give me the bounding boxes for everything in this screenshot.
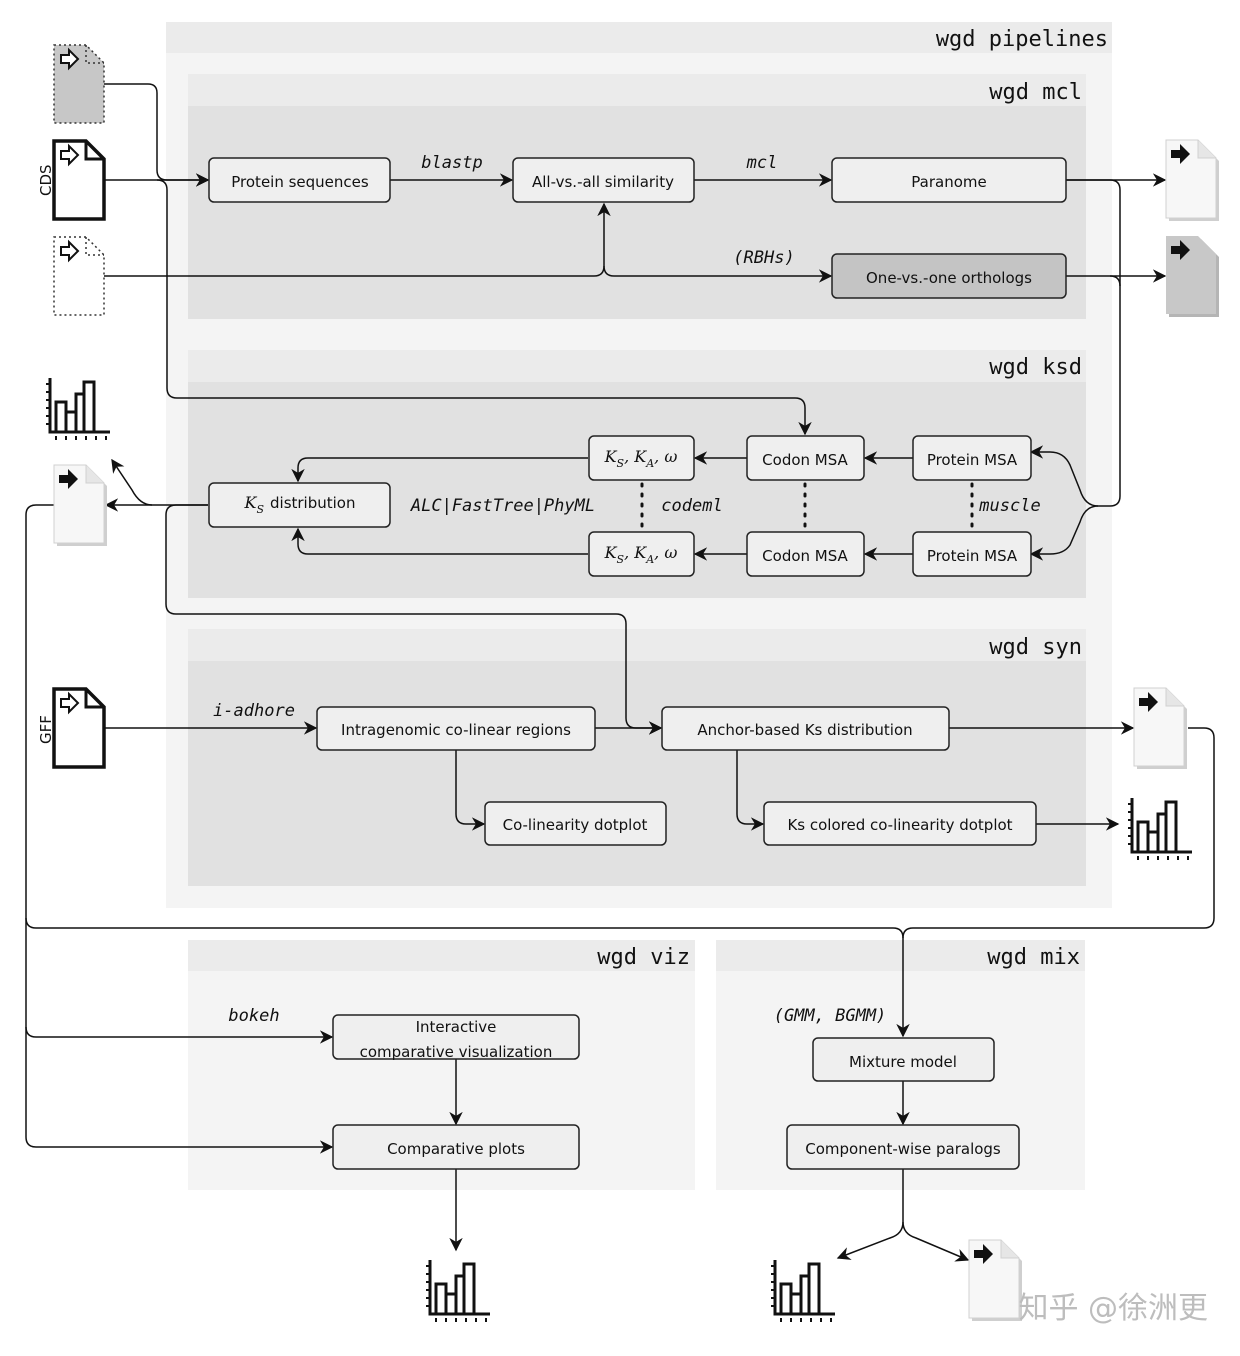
edge-label-i-adhore: i-adhore (213, 701, 295, 721)
svg-text:KS, KA, ω: KS, KA, ω (604, 543, 678, 566)
input-dotted-file-icon (53, 236, 105, 316)
node-protein-msa-1: Protein MSA (912, 435, 1032, 481)
input-protein-file-icon (53, 44, 105, 124)
node-intragenomic-colinear-regions: Intragenomic co-linear regions (316, 706, 596, 751)
svg-text:Paranome: Paranome (911, 173, 986, 191)
node-ks-ka-omega-1: KS, KA, ω (588, 435, 695, 481)
node-ks-ka-omega-2: KS, KA, ω (588, 531, 695, 577)
node-paranome: Paranome (831, 157, 1067, 203)
svg-text:Intragenomic co-linear regions: Intragenomic co-linear regions (341, 721, 571, 739)
node-mixture-model: Mixture model (812, 1037, 995, 1082)
dotplot-chart-icon (1126, 796, 1194, 862)
input-cds-label: CDS (37, 164, 55, 196)
output-paranome-file-icon (1165, 139, 1220, 222)
input-gff-label: GFF (37, 715, 55, 744)
section-title-pipelines: wgd pipelines (936, 27, 1108, 52)
panel-wgd-syn: wgd syn (188, 629, 1086, 886)
node-protein-msa-2: Protein MSA (912, 531, 1032, 577)
svg-text:KS, KA, ω: KS, KA, ω (604, 447, 678, 470)
svg-text:Codon MSA: Codon MSA (762, 451, 848, 469)
svg-text:One-vs.-one orthologs: One-vs.-one orthologs (866, 269, 1032, 287)
svg-text:Mixture model: Mixture model (849, 1053, 957, 1071)
edge-label-alc-fasttree-phyml: ALC|FastTree|PhyML (410, 496, 595, 516)
svg-text:Co-linearity dotplot: Co-linearity dotplot (503, 816, 648, 834)
comparative-plots-chart-icon (424, 1258, 492, 1324)
svg-text:Anchor-based Ks distribution: Anchor-based Ks distribution (697, 721, 912, 739)
edge-label-blastp: blastp (421, 153, 482, 173)
edge-label-codeml: codeml (661, 496, 722, 516)
node-codon-msa-1: Codon MSA (746, 435, 865, 481)
edge-label-rbhs: (RBHs) (733, 248, 794, 268)
node-anchor-based-ks-distribution: Anchor-based Ks distribution (661, 706, 950, 751)
edge-label-bokeh: bokeh (228, 1006, 279, 1026)
svg-text:Protein sequences: Protein sequences (231, 173, 369, 191)
svg-text:Component-wise paralogs: Component-wise paralogs (805, 1140, 1001, 1158)
mixture-chart-icon (769, 1258, 837, 1324)
output-paralogs-file-icon (968, 1239, 1023, 1322)
node-codon-msa-2: Codon MSA (746, 531, 865, 577)
svg-text:Codon MSA: Codon MSA (762, 547, 848, 565)
edge-label-muscle: muscle (978, 496, 1040, 516)
svg-text:All-vs.-all similarity: All-vs.-all similarity (532, 173, 674, 191)
node-ks-colored-colinearity-dotplot: Ks colored co-linearity dotplot (763, 801, 1037, 846)
svg-text:Protein MSA: Protein MSA (927, 547, 1018, 565)
svg-text:Ks colored co-linearity dotplo: Ks colored co-linearity dotplot (787, 816, 1012, 834)
section-title-viz: wgd viz (597, 945, 690, 970)
input-cds-file-icon (52, 139, 106, 221)
edge-label-gmm-bgmm: (GMM, BGMM) (774, 1006, 887, 1026)
svg-text:Protein MSA: Protein MSA (927, 451, 1018, 469)
node-one-vs-one-orthologs: One-vs.-one orthologs (831, 253, 1067, 299)
ellipsis-dots (640, 482, 974, 530)
svg-text:Interactive: Interactive (416, 1018, 497, 1036)
output-orthologs-file-icon (1166, 236, 1219, 317)
svg-text:Comparative plots: Comparative plots (387, 1140, 525, 1158)
output-ks-file-icon (53, 464, 108, 547)
node-all-vs-all-similarity: All-vs.-all similarity (512, 157, 695, 203)
node-comparative-plots: Comparative plots (332, 1124, 580, 1170)
edge-label-mcl: mcl (746, 153, 778, 173)
output-anchor-file-icon (1133, 687, 1188, 770)
node-interactive-comparative-visualization: Interactive comparative visualization (332, 1014, 580, 1061)
input-gff-file-icon (52, 687, 106, 769)
section-title-syn: wgd syn (989, 635, 1082, 660)
svg-text:comparative visualization: comparative visualization (360, 1043, 553, 1061)
watermark: 知乎 @徐洲更 (1018, 1291, 1208, 1326)
section-title-mcl: wgd mcl (989, 80, 1082, 105)
section-title-ksd: wgd ksd (989, 355, 1082, 380)
ks-histogram-chart-icon (44, 376, 112, 442)
node-component-wise-paralogs: Component-wise paralogs (786, 1124, 1020, 1170)
node-protein-sequences: Protein sequences (208, 157, 391, 203)
section-title-mix: wgd mix (987, 945, 1080, 970)
edges (25, 83, 1215, 1262)
node-colinearity-dotplot: Co-linearity dotplot (484, 801, 667, 846)
